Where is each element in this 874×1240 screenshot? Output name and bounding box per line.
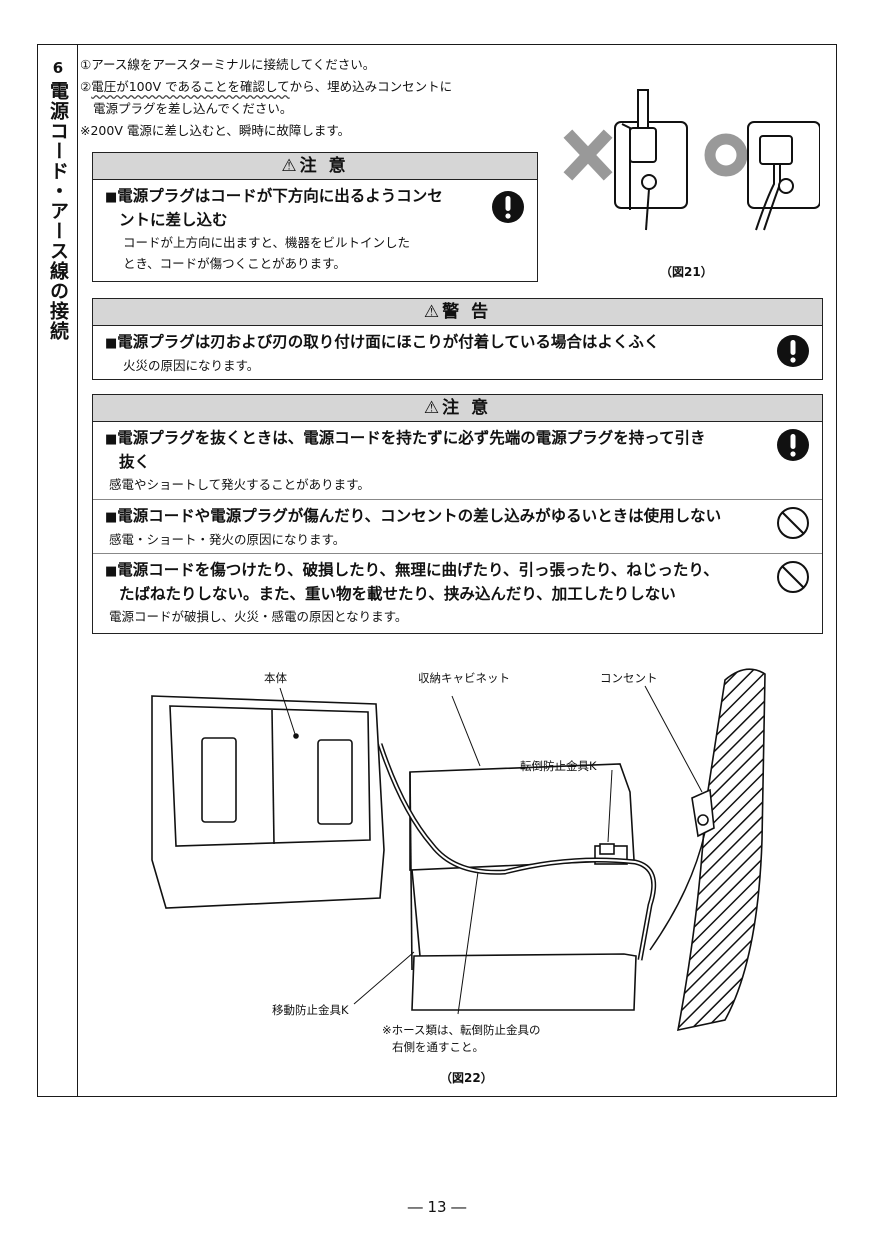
outlet-wrong-illustration	[614, 89, 688, 231]
page-number: ― 13 ―	[407, 1198, 467, 1216]
caution-item: ■電源プラグはコードが下方向に出るようコンセ ントに差し込む コードが上方向に出…	[93, 180, 537, 280]
exclamation-icon	[777, 429, 809, 461]
label-cabinet: 収納キャビネット	[418, 671, 510, 685]
warning-title: ■電源プラグは刃および刃の取り付け面にほこりが付着している場合はよくふく	[105, 333, 660, 351]
warning-box-plug-dust: ⚠警 告 ■電源プラグは刃および刃の取り付け面にほこりが付着している場合はよくふ…	[92, 298, 823, 380]
caution-item: ■電源プラグを抜くときは、電源コードを持たずに必ず先端の電源プラグを持って引き …	[93, 422, 822, 499]
label-body: 本体	[264, 671, 287, 685]
exclamation-icon	[777, 335, 809, 367]
figure-21-plug-orientation	[563, 89, 820, 231]
label-tip-prevention-bracket: 転倒防止金具K	[520, 759, 597, 773]
section-number: 6	[52, 59, 64, 77]
hose-note: ※ホース類は、転倒防止金具の 右側を通すこと。	[382, 1023, 541, 1054]
wrong-mark-icon	[563, 129, 613, 181]
caution-header: ⚠注 意	[93, 153, 537, 180]
caution-item: ■電源コードを傷つけたり、破損したり、無理に曲げたり、引っ張ったり、ねじったり、…	[93, 553, 822, 633]
page-frame: 6 電源コード・アース線の接続	[37, 44, 837, 1097]
correct-mark-icon	[704, 133, 748, 177]
figure-21-caption: （図21）	[660, 265, 713, 279]
outlet-correct-illustration	[747, 121, 820, 231]
leader-lines	[279, 685, 703, 1015]
storage-cabinet	[409, 763, 637, 1011]
wall-outlet	[691, 788, 715, 838]
wall-panel	[676, 668, 766, 1032]
step-1: ①アース線をアースターミナルに接続してください。	[80, 57, 376, 72]
step-2-continued: 電源プラグを差し込んでください。	[93, 101, 293, 116]
prohibited-icon	[777, 561, 809, 593]
section-sidebar: 6 電源コード・アース線の接続	[38, 45, 78, 1096]
step-2: ②電圧が100V であることを確認してから、埋め込みコンセントに	[80, 79, 453, 94]
caution-title: ■電源プラグはコードが下方向に出るようコンセ	[105, 187, 443, 205]
warning-header: ⚠警 告	[93, 299, 822, 326]
hose-and-cord	[377, 743, 706, 961]
label-outlet: コンセント	[600, 671, 658, 685]
warning-desc: 火災の原因になります。	[123, 358, 260, 373]
caution-header: ⚠注 意	[93, 395, 822, 422]
section-title: 電源コード・アース線の接続	[47, 81, 69, 341]
exclamation-icon	[492, 191, 524, 223]
voltage-check-emphasis: 電圧が100V であることを確認して	[91, 79, 290, 94]
prohibited-icon	[777, 507, 809, 539]
warning-item: ■電源プラグは刃および刃の取り付け面にほこりが付着している場合はよくふく 火災の…	[93, 326, 822, 382]
dishwasher-body	[151, 695, 385, 909]
caution-item: ■電源コードや電源プラグが傷んだり、コンセントの差し込みがゆるいときは使用しない…	[93, 499, 822, 553]
label-move-prevention-bracket: 移動防止金具K	[272, 1003, 349, 1017]
figure-22-installation	[151, 668, 766, 1032]
intro-steps: ①アース線をアースターミナルに接続してください。 ②電圧が100V であることを…	[80, 54, 452, 142]
voltage-note: ※200V 電源に差し込むと、瞬時に故障します。	[80, 123, 351, 138]
caution-box-plug-direction: ⚠注 意 ■電源プラグはコードが下方向に出るようコンセ ントに差し込む コードが…	[92, 152, 538, 282]
caution-box-cord-handling: ⚠注 意 ■電源プラグを抜くときは、電源コードを持たずに必ず先端の電源プラグを持…	[92, 394, 823, 634]
figure-22-caption: （図22）	[440, 1071, 493, 1085]
